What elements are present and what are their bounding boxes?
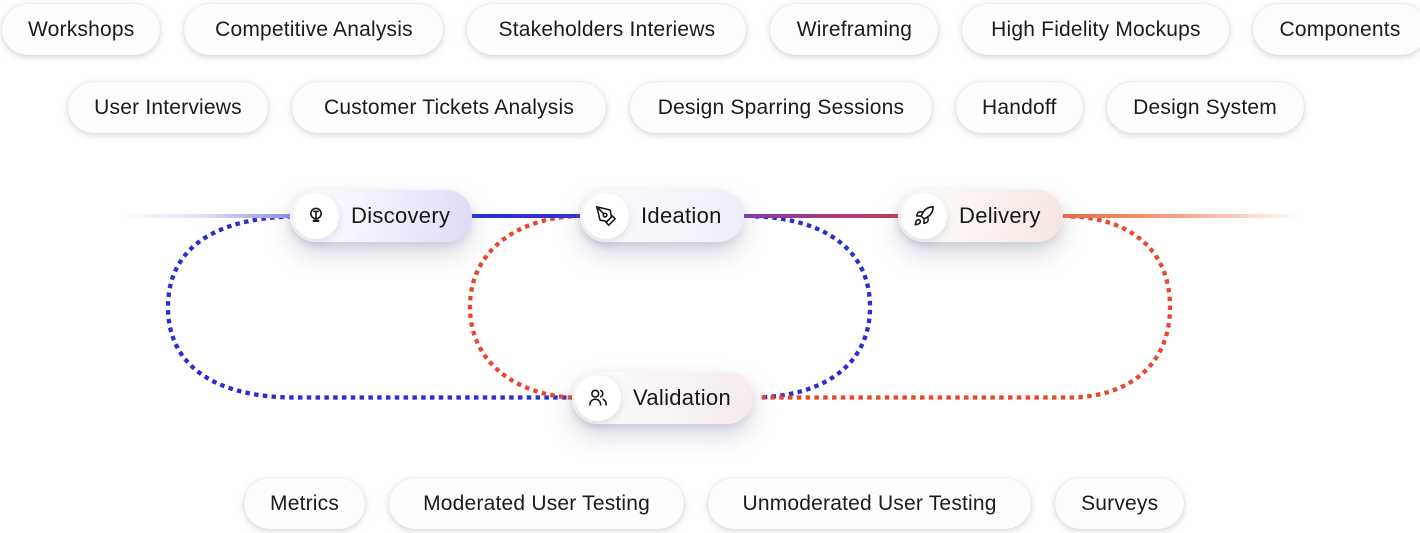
tag-label: Customer Tickets Analysis: [323, 95, 575, 119]
tag-label: Moderated User Testing: [423, 491, 651, 515]
tag-pill: High Fidelity Mockups: [962, 4, 1230, 55]
phase-node-ideation: Ideation: [580, 190, 744, 242]
ideation-validation-loop-right: [754, 214, 873, 400]
phase-icon-circle: [293, 193, 339, 239]
tag-label: Workshops: [28, 17, 135, 41]
phase-node-discovery: Discovery: [290, 190, 473, 242]
tag-label: Competitive Analysis: [215, 17, 413, 41]
tag-pill: Unmoderated User Testing: [708, 478, 1032, 529]
deliverables-row-bottom: Metrics Moderated User Testing Unmoderat…: [244, 478, 1185, 529]
tag-pill: User Interviews: [68, 82, 268, 133]
rocket-icon: [914, 206, 934, 226]
delivery-validation-loop: [755, 214, 1173, 400]
pen-nib-icon: [596, 206, 616, 226]
tag-label: Wireframing: [796, 17, 913, 41]
tag-label: Stakeholders Interiews: [498, 17, 716, 41]
tag-pill: Competitive Analysis: [184, 4, 444, 55]
tag-label: Design System: [1133, 95, 1277, 119]
tag-label: Components: [1279, 17, 1401, 41]
lightbulb-icon: [310, 207, 322, 222]
tag-pill: Handoff: [956, 82, 1083, 133]
tag-pill: Design System: [1106, 82, 1304, 133]
phase-node-validation: Validation: [572, 372, 753, 424]
ideation-validation-loop-left: [467, 214, 573, 400]
tag-pill: Wireframing: [770, 4, 939, 55]
phase-node-delivery: Delivery: [898, 190, 1063, 242]
tag-label: Design Sparring Sessions: [657, 95, 905, 119]
phase-label: Delivery: [959, 203, 1041, 228]
deliverables-row-middle: User Interviews Customer Tickets Analysi…: [68, 82, 1304, 133]
tag-label: Unmoderated User Testing: [742, 491, 997, 515]
phase-label: Ideation: [641, 203, 722, 228]
discovery-validation-loop: [165, 214, 576, 400]
tag-pill: Metrics: [244, 478, 366, 529]
phase-label: Discovery: [351, 203, 451, 228]
tag-pill: Design Sparring Sessions: [630, 82, 932, 133]
tag-pill: Components: [1253, 4, 1420, 55]
tag-pill: Moderated User Testing: [389, 478, 685, 529]
phase-label: Validation: [633, 385, 731, 410]
tag-label: User Interviews: [94, 95, 242, 119]
tag-pill: Stakeholders Interiews: [467, 4, 747, 55]
phase-icon-circle: [901, 193, 947, 239]
tag-pill: Customer Tickets Analysis: [292, 82, 606, 133]
deliverables-row-top: Workshops Competitive Analysis Stakehold…: [2, 4, 1420, 55]
tag-pill: Workshops: [2, 4, 161, 55]
phase-icon-circle: [575, 375, 621, 421]
people-icon: [589, 389, 607, 406]
tag-label: High Fidelity Mockups: [991, 17, 1201, 41]
tag-label: Handoff: [982, 95, 1057, 119]
phase-icon-circle: [583, 193, 629, 239]
tag-label: Metrics: [270, 491, 340, 515]
tag-label: Surveys: [1081, 491, 1159, 515]
tag-pill: Surveys: [1055, 478, 1185, 529]
